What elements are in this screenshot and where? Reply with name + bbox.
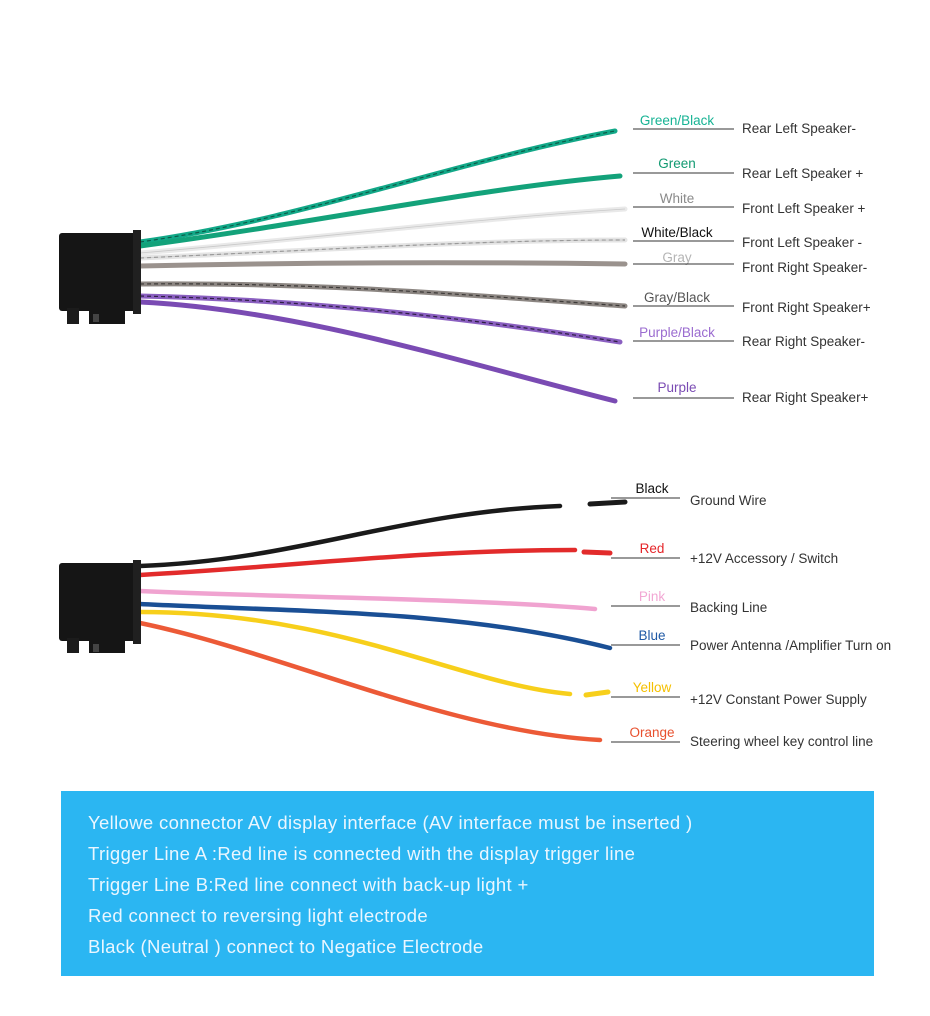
wire-color-label: Gray/Black [644, 290, 710, 305]
wire-function-label: Backing Line [690, 600, 767, 615]
wire-color-label: Orange [629, 725, 674, 740]
wire-function-label: Front Right Speaker- [742, 260, 867, 275]
wire-color-label: Black [635, 481, 668, 496]
wire-function-label: Rear Right Speaker+ [742, 390, 869, 405]
top-harness-wires [137, 128, 628, 404]
wire-function-label: Front Left Speaker + [742, 201, 866, 216]
wire-function-label: Steering wheel key control line [690, 734, 873, 749]
wire-white-edge [139, 208, 626, 254]
wire-color-label: Purple [657, 380, 696, 395]
wire-red [137, 547, 578, 578]
bottom-harness-wires [137, 499, 628, 743]
wire-orange [137, 620, 603, 743]
wire-function-label: +12V Constant Power Supply [690, 692, 867, 707]
wire-purple [137, 299, 618, 404]
wire-function-label: +12V Accessory / Switch [690, 551, 838, 566]
wire-black [137, 503, 563, 569]
wire-color-label: Blue [638, 628, 665, 643]
info-line-3: Trigger Line B:Red line connect with bac… [88, 874, 529, 895]
wire-color-label: Yellow [633, 680, 672, 695]
wire-black-tip [587, 499, 628, 507]
info-line-5: Black (Neutral ) connect to Negatice Ele… [88, 936, 484, 957]
wire-color-label: Green/Black [640, 113, 715, 128]
info-line-1: Yellowe connector AV display interface (… [88, 812, 693, 833]
wire-function-label: Power Antenna /Amplifier Turn on [690, 638, 891, 653]
wire-green [137, 173, 623, 249]
info-line-2: Trigger Line A :Red line is connected wi… [88, 843, 636, 864]
wire-yellow-tip [583, 689, 611, 698]
wire-function-label: Front Right Speaker+ [742, 300, 871, 315]
wire-green-black-stripe [139, 130, 616, 243]
wire-color-label: Red [640, 541, 665, 556]
wire-function-label: Ground Wire [690, 493, 767, 508]
wire-blue [137, 601, 613, 651]
wire-color-label: Pink [639, 589, 666, 604]
wire-pink [137, 588, 598, 612]
wire-yellow [137, 609, 573, 697]
info-panel: Yellowe connector AV display interface (… [61, 791, 874, 976]
wire-color-label: Green [658, 156, 696, 171]
bottom-connector [59, 560, 141, 653]
wire-purple-black-stripe [139, 295, 621, 343]
wire-color-label: White/Black [641, 225, 713, 240]
wire-gray [137, 260, 628, 269]
top-connector [59, 230, 141, 324]
wire-color-label: Purple/Black [639, 325, 715, 340]
wire-red-tip [581, 549, 613, 556]
wire-gray-black [137, 281, 628, 309]
wire-color-label: Gray [662, 250, 692, 265]
wire-function-label: Front Left Speaker - [742, 235, 862, 250]
info-line-4: Red connect to reversing light electrode [88, 905, 428, 926]
wire-white-black-stripe [139, 239, 626, 259]
wire-gray-black-stripe [139, 283, 626, 307]
wire-color-label: White [660, 191, 695, 206]
wire-function-label: Rear Left Speaker + [742, 166, 863, 181]
wire-function-label: Rear Right Speaker- [742, 334, 865, 349]
wire-function-label: Rear Left Speaker- [742, 121, 856, 136]
